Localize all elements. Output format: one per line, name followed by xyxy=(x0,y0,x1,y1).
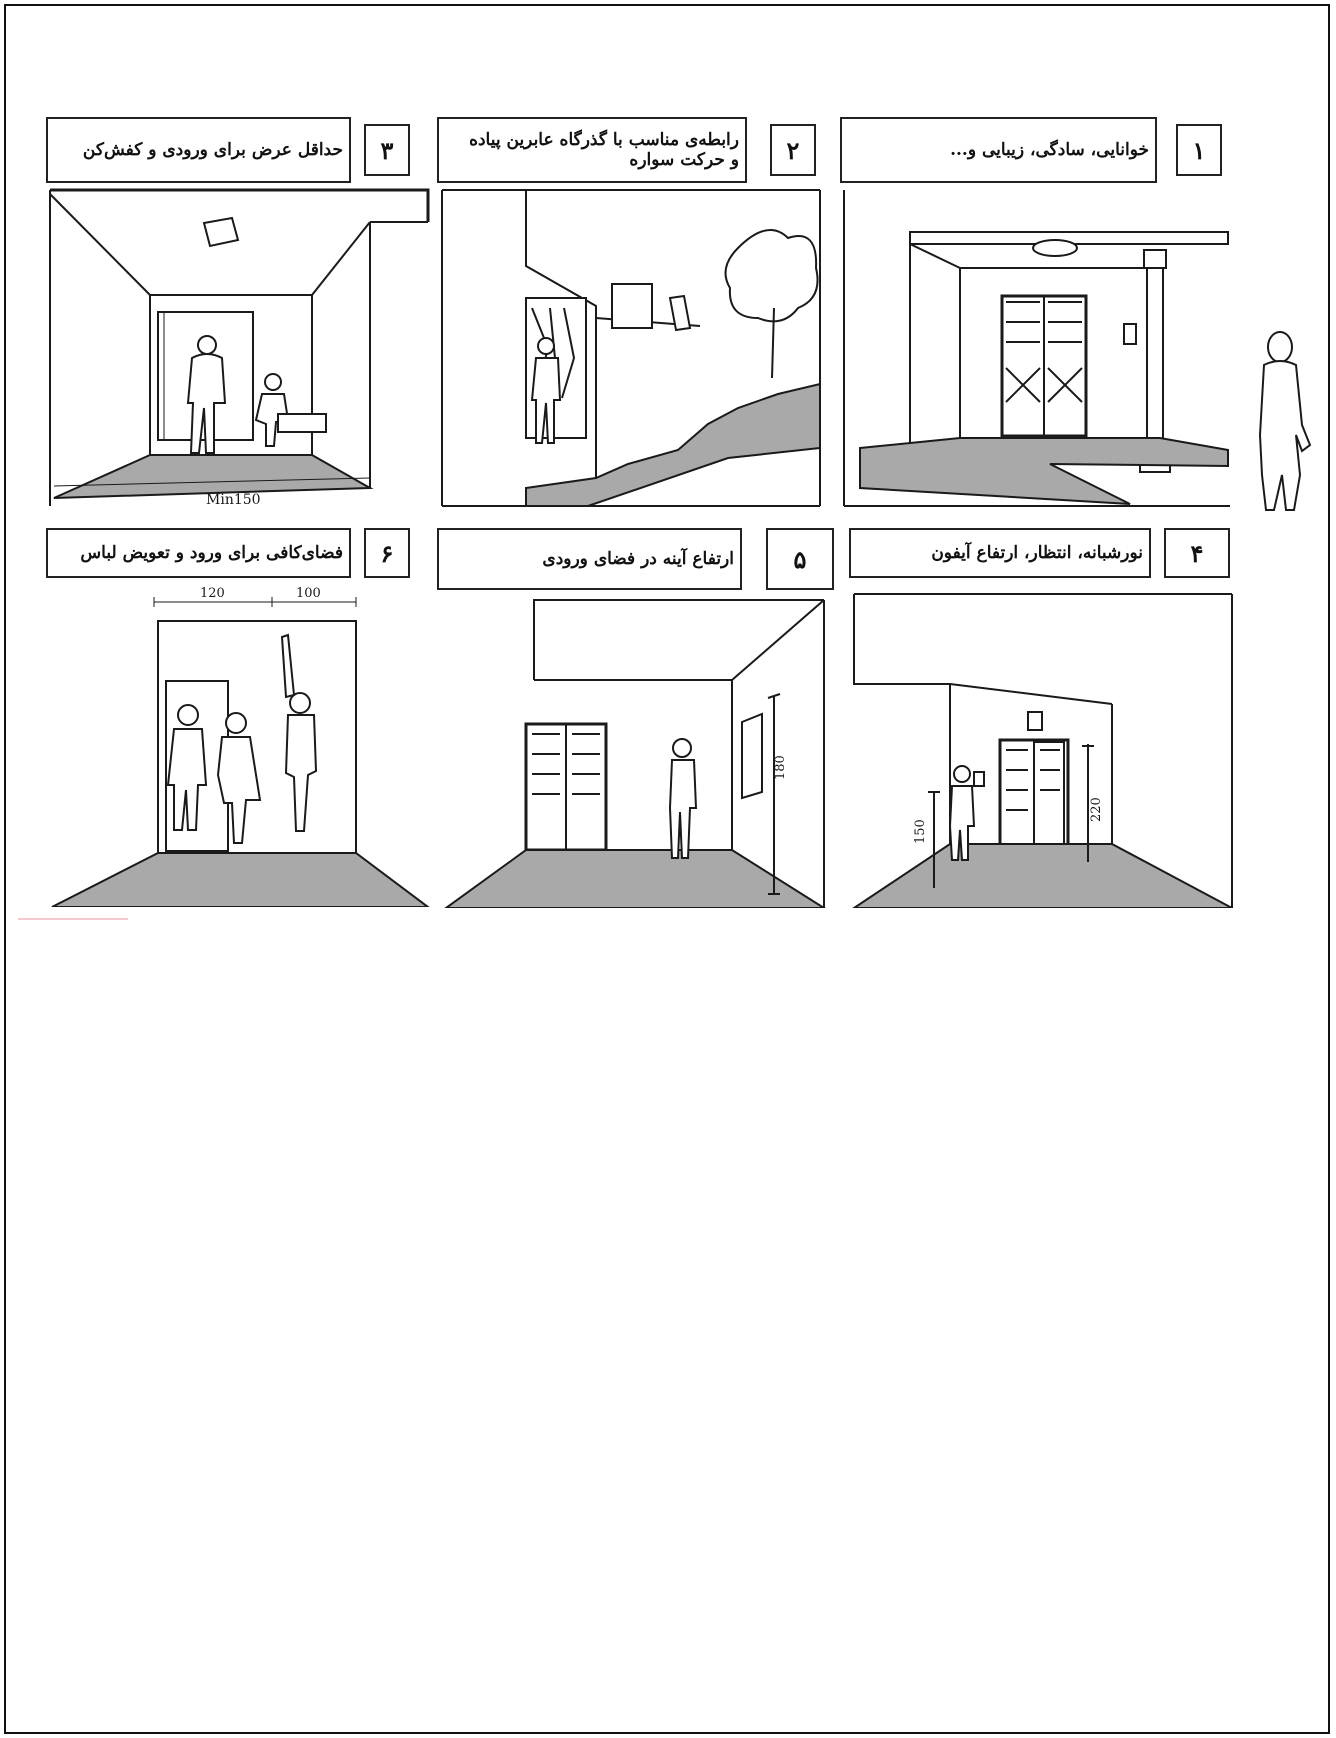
panel-3-number: ۳ xyxy=(364,124,410,176)
panel-2-caption: رابطه‌ی مناسب با گذرگاه عابرین پیاده و ح… xyxy=(463,130,745,170)
panel-3-dimension-label: Min150 xyxy=(206,492,261,508)
dimension-180-label: 180 xyxy=(773,755,788,780)
panel-6-illustration: 120 100 xyxy=(46,585,432,907)
panel-1-caption: خوانایی، سادگی، زیبایی و... xyxy=(944,140,1155,160)
standing-visitor-figure xyxy=(1240,325,1320,515)
panel-4-caption: نورشبانه، انتظار، ارتفاع آیفون xyxy=(925,543,1149,563)
panel-5-caption-box: ارتفاع آینه در فضای ورودی xyxy=(437,528,742,590)
dimension-220-label: 220 xyxy=(1089,797,1104,822)
dimension-100-label: 100 xyxy=(296,586,321,601)
panel-5-number: ۵ xyxy=(766,528,834,590)
panel-3-caption: حداقل عرض برای ورودی و کفش‌کن xyxy=(77,140,349,160)
panel-4-illustration: 150 220 xyxy=(850,592,1236,908)
panel-4-caption-box: نورشبانه، انتظار، ارتفاع آیفون xyxy=(849,528,1151,578)
dimension-150-label: 150 xyxy=(913,819,928,844)
panel-1-number: ۱ xyxy=(1176,124,1222,176)
panel-6-number: ۶ xyxy=(364,528,410,578)
panel-1-caption-box: خوانایی، سادگی، زیبایی و... xyxy=(840,117,1157,183)
panel-5-caption: ارتفاع آینه در فضای ورودی xyxy=(536,549,740,569)
person-at-mirror-figure xyxy=(670,739,696,858)
panel-6-caption-box: فضای‌کافی برای ورود و تعویض لباس xyxy=(46,528,351,578)
decorative-hairline xyxy=(18,918,128,920)
panel-4-number: ۴ xyxy=(1164,528,1230,578)
panel-5-illustration: 180 xyxy=(442,596,828,908)
panel-1-illustration xyxy=(840,188,1232,510)
panel-3-illustration: Min150 xyxy=(46,188,432,510)
panel-2-caption-box: رابطه‌ی مناسب با گذرگاه عابرین پیاده و ح… xyxy=(437,117,747,183)
panel-3-caption-box: حداقل عرض برای ورودی و کفش‌کن xyxy=(46,117,351,183)
panel-2-number: ۲ xyxy=(770,124,816,176)
tree-sketch xyxy=(726,230,818,378)
dimension-120-label: 120 xyxy=(200,586,225,601)
panel-2-illustration xyxy=(438,188,824,510)
panel-6-caption: فضای‌کافی برای ورود و تعویض لباس xyxy=(74,543,349,563)
